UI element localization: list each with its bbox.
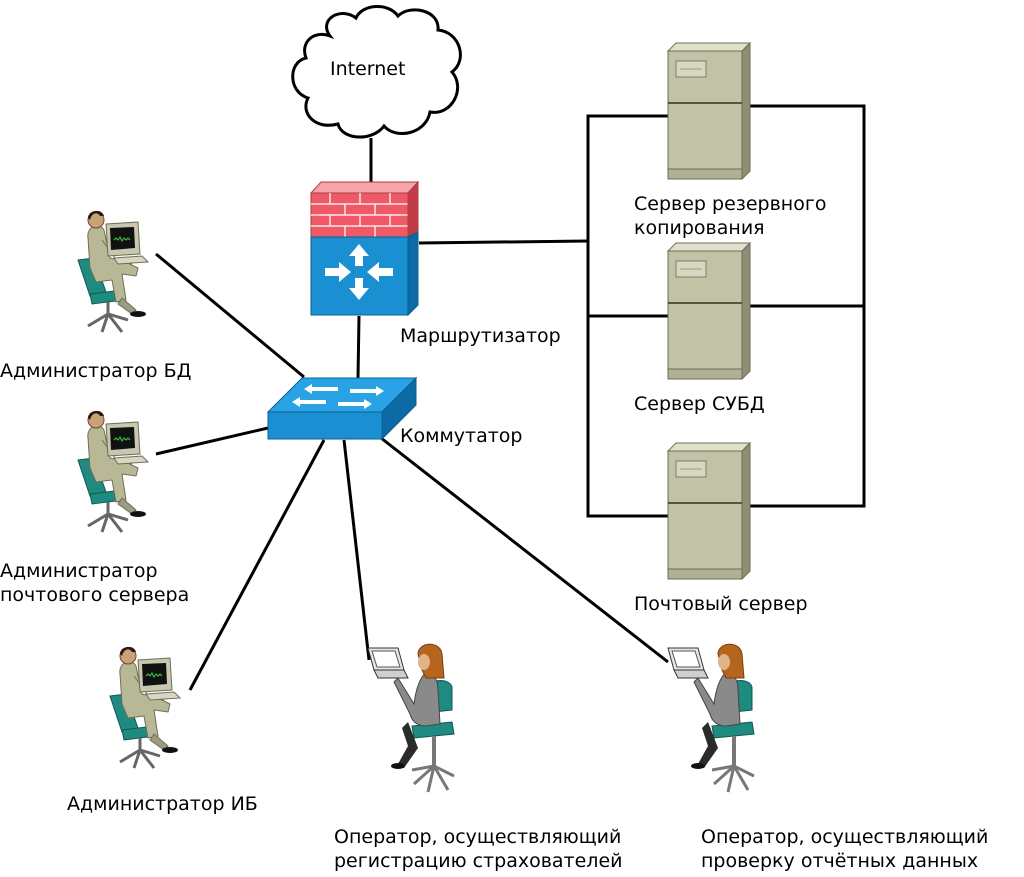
dbms-server-label: Сервер СУБД: [634, 393, 765, 415]
admin-workstation-icon: [76, 409, 150, 534]
link-switch-dbadmin: [155, 252, 305, 379]
firewall-router-icon: [309, 180, 420, 317]
admin-workstation-icon: [76, 209, 150, 334]
operator-reg-label: Оператор, осуществляющий регистрацию стр…: [334, 825, 622, 873]
backup-server-label-line2: копирования: [634, 217, 765, 239]
operator-laptop-icon: [666, 642, 756, 794]
operator-reg-label-line2: регистрацию страхователей: [334, 850, 623, 872]
cloud-icon: [291, 5, 462, 139]
operator-check-label: Оператор, осуществляющий проверку отчётн…: [701, 825, 988, 873]
operator-laptop-icon: [366, 642, 456, 794]
admin-workstation-icon: [108, 645, 182, 770]
db-admin-label: Администратор БД: [0, 360, 192, 382]
mail-admin-label-line1: Администратор: [0, 560, 158, 582]
server-icon: [667, 242, 751, 380]
backup-server-label: Сервер резервного копирования: [634, 192, 826, 240]
mail-admin-label-line2: почтового сервера: [0, 584, 190, 606]
switch-icon: [266, 376, 418, 441]
switch-label: Коммутатор: [400, 425, 523, 447]
internet-label: Internet: [330, 58, 406, 80]
link-router-servers: [418, 239, 589, 245]
link-router-switch: [356, 315, 361, 379]
server-icon: [667, 442, 751, 580]
mail-admin-label: Администратор почтового сервера: [0, 559, 189, 607]
server-icon: [667, 42, 751, 180]
backup-server-label-line1: Сервер резервного: [634, 193, 827, 215]
operator-check-label-line2: проверку отчётных данных: [701, 850, 979, 872]
link-switch-mailadmin: [155, 426, 269, 456]
connection-lines: [155, 104, 866, 691]
link-switch-operator-reg: [342, 439, 371, 661]
link-switch-ibadmin: [188, 439, 326, 691]
mail-server-label: Почтовый сервер: [634, 593, 808, 615]
operator-check-label-line1: Оператор, осуществляющий: [701, 826, 989, 848]
link-switch-operator-check: [380, 436, 669, 664]
operator-reg-label-line1: Оператор, осуществляющий: [334, 826, 622, 848]
router-label: Маршрутизатор: [400, 325, 561, 347]
ib-admin-label: Администратор ИБ: [67, 793, 258, 815]
